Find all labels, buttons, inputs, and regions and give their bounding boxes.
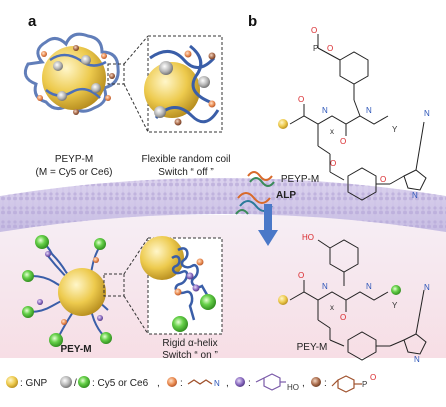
legend-ammonium-swatch <box>167 377 177 387</box>
zoom-source-box <box>107 63 125 85</box>
zoom-source-box-active <box>103 273 125 297</box>
zoom-helix-inset <box>140 236 223 335</box>
legend-phosphate-p: P <box>362 380 367 389</box>
structure-gnp-dot <box>278 119 288 129</box>
peyp-m-structure <box>289 34 427 201</box>
legend-tyrosine-oh: HO <box>287 383 299 392</box>
peyp-m-title: PEYP-M <box>55 154 93 165</box>
alp-label: ALP <box>276 190 296 201</box>
legend-phosphotyrosine-icon <box>331 375 362 393</box>
pey-m-structure-label: PEY-M <box>297 342 328 353</box>
panel-label-b: b <box>248 13 257 30</box>
legend-green-dye-swatch <box>78 376 90 388</box>
struct-carbonyl-o: O <box>298 95 304 104</box>
struct-ester-o: O <box>330 159 336 168</box>
legend-phosphate-swatch <box>311 377 321 387</box>
switch-on-label: Switch “ on ” <box>162 350 218 361</box>
legend-colon-3: : <box>324 378 327 389</box>
legend-colon-1: : <box>180 378 183 389</box>
struct-triazole-n: N <box>412 191 418 200</box>
coil-state-label: Flexible random coil <box>142 154 231 165</box>
panel-label-a: a <box>28 13 37 30</box>
struct-b-x: x <box>330 303 334 312</box>
zoom-coil-inset <box>144 35 223 133</box>
struct-x: x <box>330 127 334 136</box>
struct-ether-o: O <box>380 175 386 184</box>
legend-gray-dye-swatch <box>60 376 72 388</box>
struct-b-n2: N <box>366 282 372 291</box>
legend-separator-3: , <box>302 378 305 389</box>
legend-separator-1: , <box>157 378 160 389</box>
struct-ammonium-n: N <box>424 109 430 118</box>
peyp-m-structure-label: PEYP-M <box>281 174 319 185</box>
struct-top-p: P <box>313 44 318 53</box>
struct-b-n1: N <box>322 282 328 291</box>
legend-ammonium-n: N <box>214 379 220 388</box>
legend-dye-label: : Cy5 or Ce6 <box>92 378 149 389</box>
struct-b-carbonyl-o: O <box>298 271 304 280</box>
struct-b-ammonium-n: N <box>424 283 430 292</box>
legend-tyrosine-swatch <box>235 377 245 387</box>
struct-n2: N <box>366 106 372 115</box>
struct-b-triazole-n: N <box>414 355 420 364</box>
struct-carbonyl-o2: O <box>340 137 346 146</box>
struct-y: Y <box>392 125 398 134</box>
pey-m-title: PEY-M <box>60 344 91 355</box>
legend-colon-2: : <box>248 378 251 389</box>
struct-top-o2: O <box>327 44 333 53</box>
structure-dye-dot <box>391 285 401 295</box>
pey-m-structure <box>289 239 427 361</box>
structure-gnp-dot-active <box>278 295 288 305</box>
struct-n1: N <box>322 106 328 115</box>
legend-ammonium-chain-icon <box>187 379 213 385</box>
struct-top-o: O <box>311 26 317 35</box>
pey-m-nanoparticle <box>22 235 112 347</box>
legend-phosphate-o: O <box>370 373 376 382</box>
struct-b-y: Y <box>392 301 398 310</box>
legend: : GNP / : Cy5 or Ce6 , : N , : HO , : P … <box>6 373 376 393</box>
legend-gnp-label: : GNP <box>20 378 48 389</box>
legend-tyrosine-icon <box>255 373 286 391</box>
peyp-m-nanoparticle <box>23 32 120 115</box>
gnp-core-active <box>58 268 106 316</box>
switch-off-label: Switch “ off ” <box>158 167 213 178</box>
legend-separator-2: , <box>226 378 229 389</box>
lipid-bilayer <box>0 178 446 232</box>
alp-arrow <box>258 204 278 246</box>
helix-state-label: Rigid α-helix <box>162 338 217 349</box>
legend-dye-sep: / <box>74 378 77 389</box>
legend-gnp-swatch <box>6 376 18 388</box>
struct-ho: HO <box>302 233 314 242</box>
legend-background <box>0 358 446 402</box>
struct-b-carbonyl-o2: O <box>340 313 346 322</box>
peyp-m-subtitle: (M = Cy5 or Ce6) <box>36 167 113 178</box>
